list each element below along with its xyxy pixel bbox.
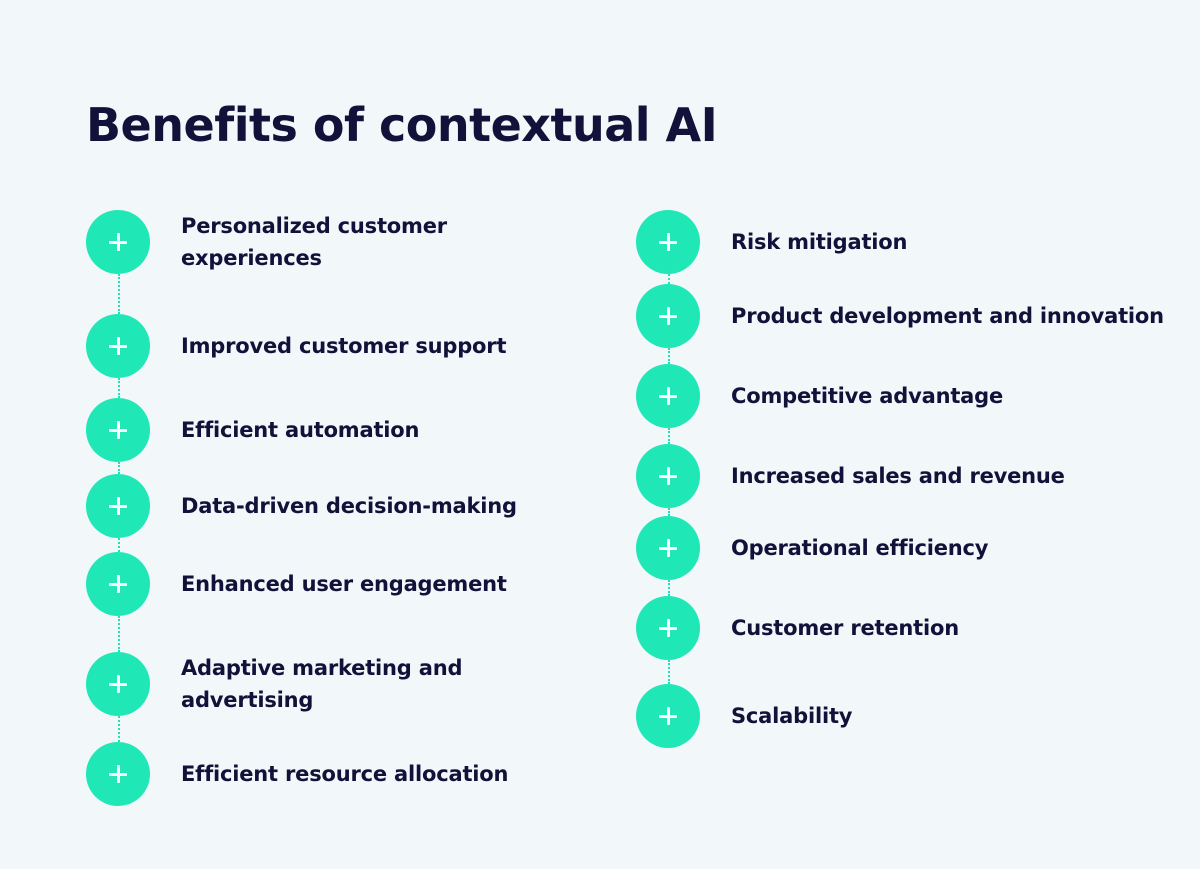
benefit-item: Personalized customer experiences xyxy=(86,210,586,274)
benefit-item: Improved customer support xyxy=(86,314,586,378)
benefit-marker xyxy=(636,684,700,748)
benefit-label: Risk mitigation xyxy=(731,230,908,254)
plus-icon xyxy=(659,467,677,485)
benefit-marker xyxy=(636,444,700,508)
connector-line xyxy=(118,462,120,474)
benefit-marker xyxy=(86,552,150,616)
benefit-label: Increased sales and revenue xyxy=(731,464,1065,488)
benefit-label: Data-driven decision-making xyxy=(181,494,517,518)
benefit-item: Adaptive marketing and advertising xyxy=(86,652,586,716)
connector-line xyxy=(118,274,120,314)
benefit-marker xyxy=(86,652,150,716)
benefit-item: Scalability xyxy=(636,684,1176,748)
benefit-item: Customer retention xyxy=(636,596,1176,660)
benefit-label: Scalability xyxy=(731,704,853,728)
benefit-marker xyxy=(86,474,150,538)
benefit-marker xyxy=(636,516,700,580)
connector-line xyxy=(118,378,120,398)
benefit-item: Product development and innovation xyxy=(636,284,1176,348)
benefit-item: Data-driven decision-making xyxy=(86,474,586,538)
benefit-label: Product development and innovation xyxy=(731,304,1164,328)
benefit-item: Risk mitigation xyxy=(636,210,1176,274)
page-title: Benefits of contextual AI xyxy=(86,98,718,152)
benefit-label: Efficient automation xyxy=(181,418,420,442)
connector-line xyxy=(668,508,670,516)
connector-line xyxy=(118,538,120,552)
plus-icon xyxy=(659,307,677,325)
plus-icon xyxy=(109,421,127,439)
benefit-label: Competitive advantage xyxy=(731,384,1004,408)
benefit-label: Operational efficiency xyxy=(731,536,989,560)
connector-line xyxy=(668,274,670,284)
benefit-marker xyxy=(86,314,150,378)
benefit-item: Operational efficiency xyxy=(636,516,1176,580)
benefit-item: Efficient resource allocation xyxy=(86,742,586,806)
connector-line xyxy=(668,348,670,364)
benefit-marker xyxy=(86,398,150,462)
connector-line xyxy=(668,428,670,444)
benefit-item: Enhanced user engagement xyxy=(86,552,586,616)
plus-icon xyxy=(659,233,677,251)
connector-line xyxy=(668,580,670,596)
plus-icon xyxy=(659,619,677,637)
plus-icon xyxy=(109,675,127,693)
benefit-label: Efficient resource allocation xyxy=(181,762,509,786)
benefit-label: Improved customer support xyxy=(181,334,507,358)
benefit-label: Adaptive marketing and advertising xyxy=(181,656,463,712)
benefit-label: Customer retention xyxy=(731,616,959,640)
connector-line xyxy=(118,716,120,742)
plus-icon xyxy=(659,707,677,725)
plus-icon xyxy=(109,233,127,251)
benefit-marker xyxy=(636,364,700,428)
benefit-marker xyxy=(86,742,150,806)
connector-line xyxy=(118,616,120,652)
plus-icon xyxy=(109,575,127,593)
benefit-marker xyxy=(636,596,700,660)
plus-icon xyxy=(659,539,677,557)
connector-line xyxy=(668,660,670,684)
benefit-marker xyxy=(86,210,150,274)
benefit-label: Personalized customer experiences xyxy=(181,214,447,270)
plus-icon xyxy=(109,337,127,355)
benefit-marker xyxy=(636,284,700,348)
plus-icon xyxy=(109,497,127,515)
benefit-item: Competitive advantage xyxy=(636,364,1176,428)
benefit-item: Increased sales and revenue xyxy=(636,444,1176,508)
plus-icon xyxy=(659,387,677,405)
benefit-label: Enhanced user engagement xyxy=(181,572,507,596)
benefit-marker xyxy=(636,210,700,274)
plus-icon xyxy=(109,765,127,783)
benefit-item: Efficient automation xyxy=(86,398,586,462)
